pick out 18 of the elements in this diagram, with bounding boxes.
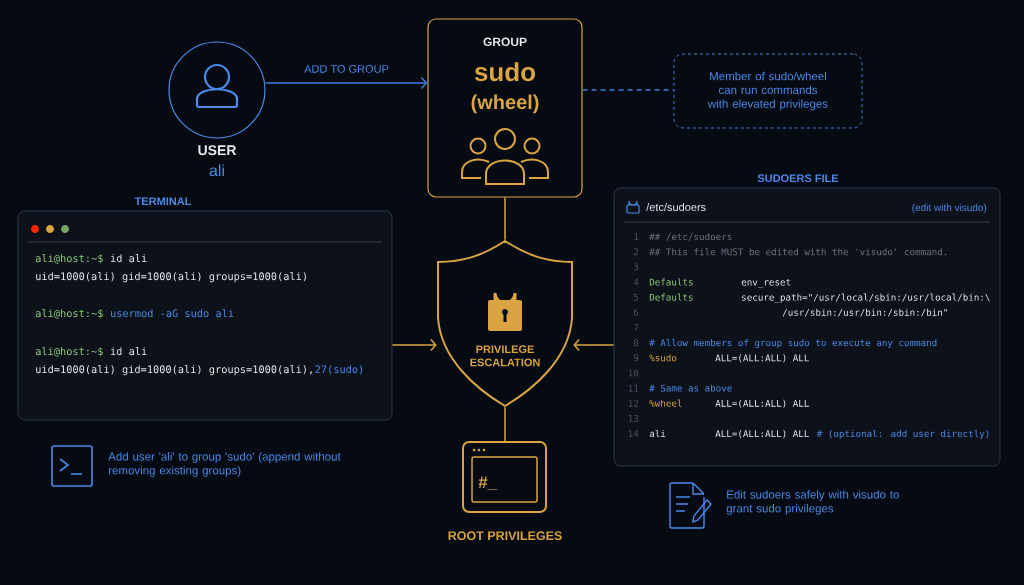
connector-line — [504, 196, 506, 241]
dashed-connector — [581, 89, 675, 91]
node-label: TERMINAL — [134, 197, 192, 205]
note-text: Add user 'ali' to group 'sudo' (append without removing existing groups) — [108, 452, 341, 477]
note-text: Edit sudoers safely with visudo to grant sudo privileges — [726, 490, 899, 515]
connector-line — [504, 406, 506, 442]
shield-badge: PRIVILEGE ESCALATION — [437, 240, 573, 407]
arrow — [573, 338, 615, 352]
group-box: GROUP sudo (wheel) — [427, 18, 583, 198]
note-box: Member of sudo/wheel can run commands with elevated privileges — [673, 53, 863, 129]
user-label: USER — [198, 145, 237, 156]
arrow — [264, 76, 428, 90]
terminal-window: TERMINAL ali@host:~$ id ali uid=1000(ali) gid=1000(ali) groups=1000(ali) ali@host:~$ usermod -aG sudo ali ali@host:~$ id ali uid=1000(ali) gid=1000(ali) groups=1000(ali), 27(sudo) — [17, 197, 393, 421]
user-name: ali — [209, 164, 224, 177]
root-label: ROOT PRIVILEGES — [448, 531, 562, 541]
edge-label: ADD TO GROUP — [303, 64, 390, 74]
arrow — [391, 338, 437, 352]
code-window: SUDOERS FILE /etc/sudoers (edit with visudo) 1 ## /etc/sudoers 2 ## This file MUST be edited with the 'visudo' command. 3 4 Defaults env_reset 5 Defaults secure_path="/usr/local/sbin:/usr/local/bin:\ 6 /usr/sbin:/usr/bin:/sbin:/bin" 7 8 # Allow members of group sudo to execute any command 9 %sudo ALL=(ALL:ALL) ALL 10 11 # Same as above 12 %wheel ALL=(ALL:ALL) ALL 13 14 ali ALL=(ALL:ALL) ALL # (optional: add user directly) — [613, 174, 1001, 467]
